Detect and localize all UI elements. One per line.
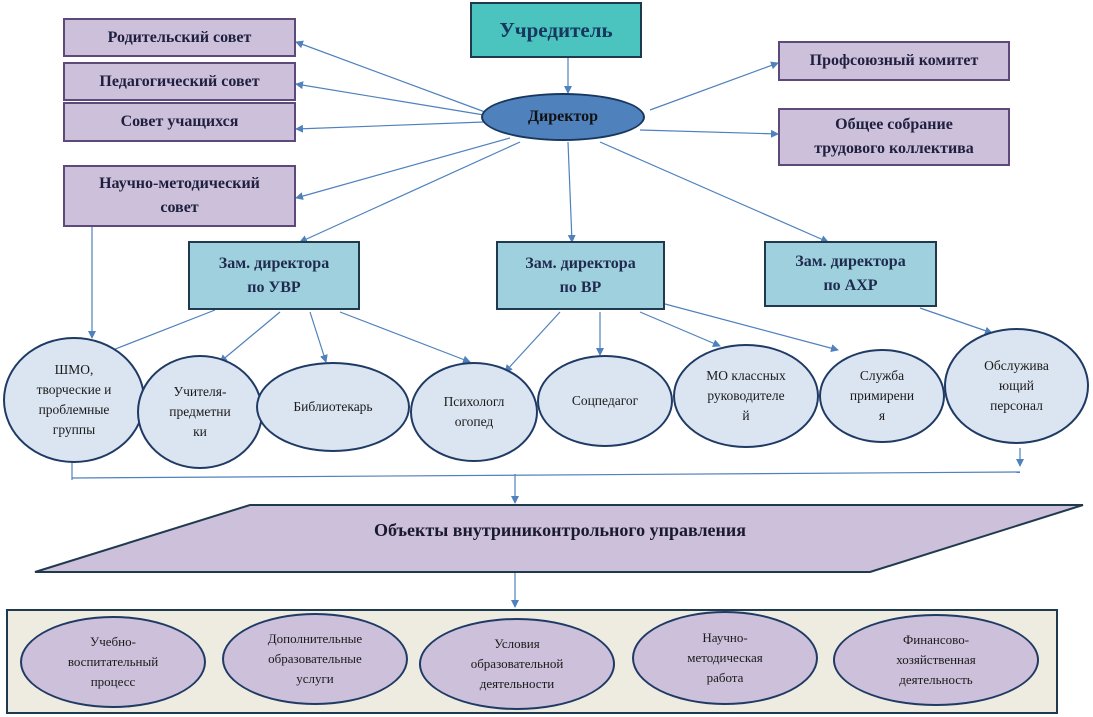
arrow-director-union xyxy=(649,61,779,111)
arrow-uvr-teachers xyxy=(219,311,281,363)
arrow-director-vr xyxy=(567,141,576,243)
unit-staff: Обслужива ющий персонал xyxy=(944,328,1089,444)
arrow-director-pedagogical xyxy=(295,81,485,116)
unit-social-label: Соцпедагог xyxy=(571,393,639,408)
unit-reconciliation: Служба примирени я xyxy=(819,349,945,443)
arrow-director-methodical xyxy=(295,137,511,200)
arrow-vr-reconciliation xyxy=(649,299,839,353)
objects-title: Объекты внутриниконтрольного управления xyxy=(373,519,747,540)
unit-mo-class-label: МО классных руководителе й xyxy=(706,368,786,423)
director-ellipse: Директор xyxy=(481,93,645,141)
unit-shmo-label: ШМО, творческие и проблемные группы xyxy=(36,362,112,437)
collector-line xyxy=(71,471,1021,479)
council-union: Профсоюзный комитет xyxy=(778,41,1010,81)
object-scientific-label: Научно- методическая работа xyxy=(687,630,763,685)
arrow-uvr-psychologist xyxy=(339,311,471,364)
unit-shmo: ШМО, творческие и проблемные группы xyxy=(3,337,145,463)
arrow-director-students xyxy=(295,121,485,133)
arrow-uvr-librarian xyxy=(309,311,328,363)
deputy-vr: Зам. директора по ВР xyxy=(496,241,665,310)
director-label: Директор xyxy=(528,108,598,125)
arrow-director-parents xyxy=(295,40,486,113)
unit-librarian-label: Библиотекарь xyxy=(293,399,373,414)
founder-box: Учредитель xyxy=(470,2,642,58)
council-parents: Родительский совет xyxy=(63,18,296,57)
object-additional: Дополнительные образовательные услуги xyxy=(222,613,408,705)
deputy-uvr: Зам. директора по УВР xyxy=(188,241,360,310)
council-pedagogical: Педагогический совет xyxy=(63,62,296,101)
object-financial-label: Финансово- хозяйственная деятельность xyxy=(896,632,976,687)
arrow-uvr-shmo xyxy=(99,309,216,357)
unit-reconciliation-label: Служба примирени я xyxy=(849,368,915,423)
arrow-director-assembly xyxy=(639,129,779,138)
arrow-vr-psychologist xyxy=(504,311,561,373)
object-scientific: Научно- методическая работа xyxy=(632,611,818,705)
arrow-ahr-staff xyxy=(919,307,993,335)
council-assembly: Общее собрание трудового коллектива xyxy=(778,108,1010,166)
unit-staff-label: Обслужива ющий персонал xyxy=(984,358,1049,413)
unit-psychologist-label: Психологл огопед xyxy=(443,394,505,429)
arrow-vr-mo xyxy=(639,311,721,347)
object-conditions-label: Условия образовательной деятельности xyxy=(470,636,564,691)
arrow-director-uvr xyxy=(299,141,521,243)
object-additional-label: Дополнительные образовательные услуги xyxy=(267,631,363,686)
objects-parallelogram xyxy=(34,504,1084,573)
unit-teachers: Учителя- предметни ки xyxy=(137,355,263,469)
object-educational-label: Учебно- воспитательный процесс xyxy=(67,634,159,689)
unit-mo-class: МО классных руководителе й xyxy=(673,344,819,448)
object-conditions: Условия образовательной деятельности xyxy=(419,618,615,710)
unit-social: Соцпедагог xyxy=(537,355,673,447)
unit-psychologist: Психологл огопед xyxy=(410,362,538,462)
object-educational: Учебно- воспитательный процесс xyxy=(20,616,206,708)
arrow-director-ahr xyxy=(599,141,829,243)
council-methodical: Научно-методический совет xyxy=(63,165,296,227)
unit-librarian: Библиотекарь xyxy=(256,362,410,452)
unit-teachers-label: Учителя- предметни ки xyxy=(169,384,231,439)
council-students: Совет учащихся xyxy=(63,102,296,142)
object-financial: Финансово- хозяйственная деятельность xyxy=(833,614,1039,706)
deputy-ahr: Зам. директора по АХР xyxy=(764,241,937,307)
